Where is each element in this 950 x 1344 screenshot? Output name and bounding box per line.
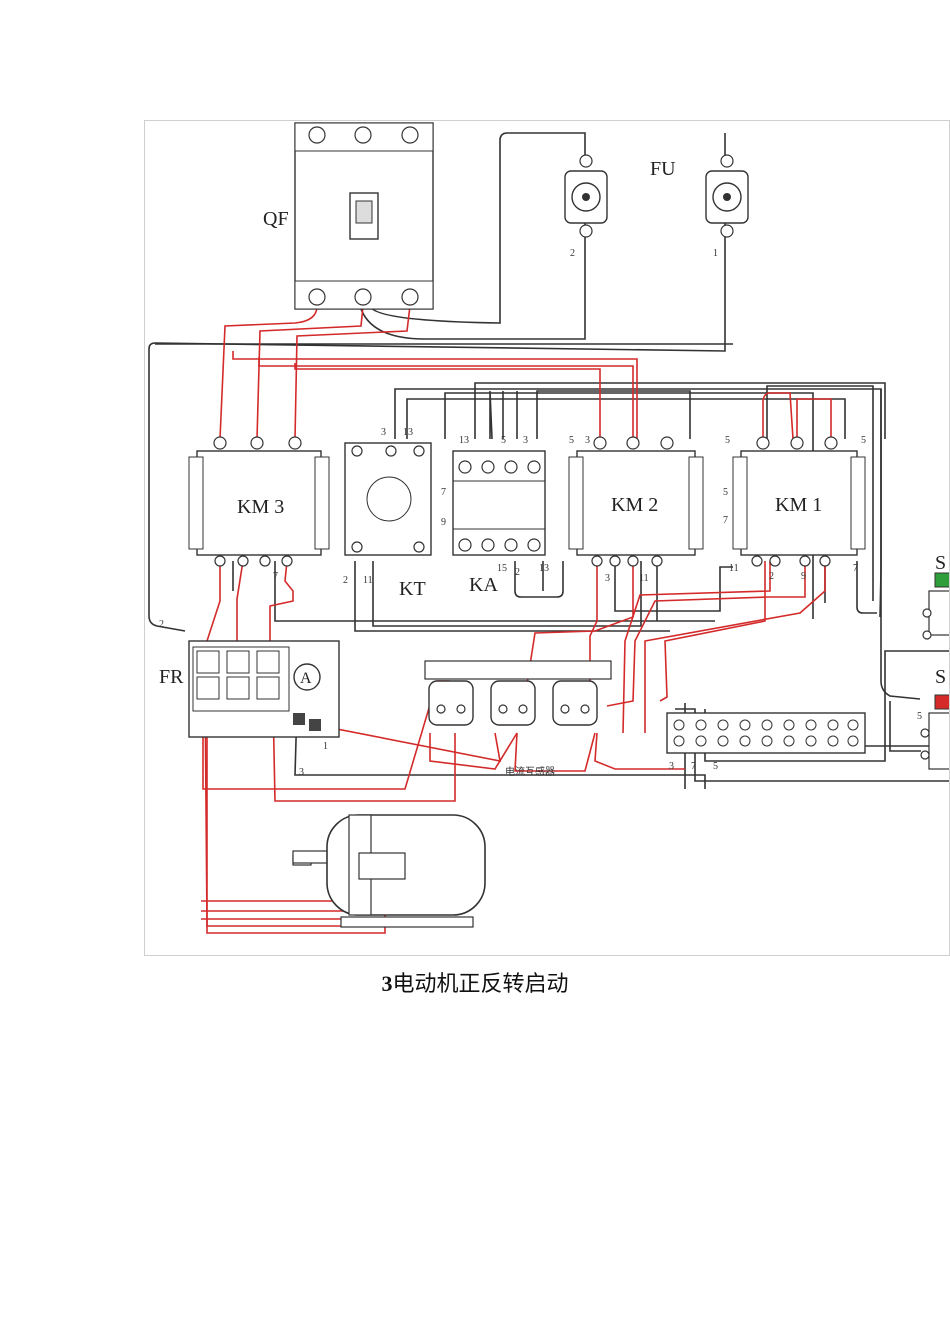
svg-text:7: 7 (273, 571, 278, 582)
stop-button-sb: S 5 (917, 666, 949, 770)
terminal-block: 3 7 5 (666, 712, 866, 772)
svg-text:7: 7 (441, 487, 446, 498)
svg-text:5: 5 (723, 487, 728, 498)
fuse-fu-2: 2 (564, 154, 608, 259)
svg-text:5: 5 (501, 435, 506, 446)
svg-text:3: 3 (381, 427, 386, 438)
svg-text:1: 1 (713, 248, 718, 259)
svg-text:11: 11 (729, 563, 739, 574)
svg-text:13: 13 (403, 427, 413, 438)
black-wires (148, 132, 949, 789)
svg-text:9: 9 (441, 517, 446, 528)
current-transformers: 电流互感器 (424, 660, 612, 778)
svg-text:2: 2 (343, 575, 348, 586)
wiring-diagram: QF 2 1 FU KM 3 2 7 3 13 2 11 (144, 120, 950, 956)
svg-text:5: 5 (713, 761, 718, 772)
relay-ka: 13 5 3 7 9 15 2 13 KA (441, 435, 549, 596)
svg-text:13: 13 (539, 563, 549, 574)
contactor-km3: KM 3 2 7 (159, 436, 330, 630)
motor (292, 814, 486, 928)
svg-text:5: 5 (725, 435, 730, 446)
svg-text:3: 3 (299, 767, 304, 778)
svg-text:3: 3 (523, 435, 528, 446)
caption-number: 3 (381, 971, 393, 996)
svg-text:13: 13 (459, 435, 469, 446)
ammeter (293, 663, 321, 691)
svg-text:11: 11 (363, 575, 373, 586)
svg-text:3: 3 (669, 761, 674, 772)
svg-text:S: S (935, 552, 946, 574)
km2-label: KM 2 (611, 494, 658, 516)
qf-label: QF (263, 208, 289, 230)
red-wires (201, 305, 832, 934)
svg-text:3: 3 (605, 573, 610, 584)
svg-text:5: 5 (917, 711, 922, 722)
svg-text:7: 7 (691, 761, 696, 772)
svg-text:7: 7 (853, 563, 858, 574)
thermal-relay-fr: A FR 3 1 (159, 640, 340, 778)
ka-label: KA (469, 574, 498, 596)
kt-label: KT (399, 578, 426, 600)
figure-caption: 3电动机正反转启动 (0, 966, 950, 998)
time-relay-kt: 3 13 2 11 KT (343, 427, 432, 600)
svg-text:5: 5 (569, 435, 574, 446)
fr-label: FR (159, 666, 184, 688)
fu-label: FU (650, 158, 676, 180)
svg-text:S: S (935, 666, 946, 688)
svg-text:A: A (300, 670, 312, 687)
svg-text:15: 15 (497, 563, 507, 574)
contactor-km1: KM 1 5 5 5 7 11 2 9 7 (723, 435, 866, 582)
svg-text:2: 2 (159, 619, 164, 630)
svg-text:3: 3 (585, 435, 590, 446)
km3-label: KM 3 (237, 496, 284, 518)
transformer-label: 电流互感器 (505, 765, 555, 778)
km1-label: KM 1 (775, 494, 822, 516)
svg-text:9: 9 (801, 571, 806, 582)
svg-text:11: 11 (639, 573, 649, 584)
svg-text:2: 2 (515, 567, 520, 578)
breaker-qf: QF (263, 122, 434, 310)
contactor-km2: KM 2 5 3 3 11 (568, 435, 704, 584)
caption-text: 电动机正反转启动 (392, 971, 569, 996)
svg-text:2: 2 (769, 571, 774, 582)
svg-text:1: 1 (323, 741, 328, 752)
fuse-fu-1: 1 (705, 154, 749, 259)
start-button-sb: S (922, 552, 949, 640)
svg-text:5: 5 (861, 435, 866, 446)
svg-text:2: 2 (570, 248, 575, 259)
svg-text:7: 7 (723, 515, 728, 526)
